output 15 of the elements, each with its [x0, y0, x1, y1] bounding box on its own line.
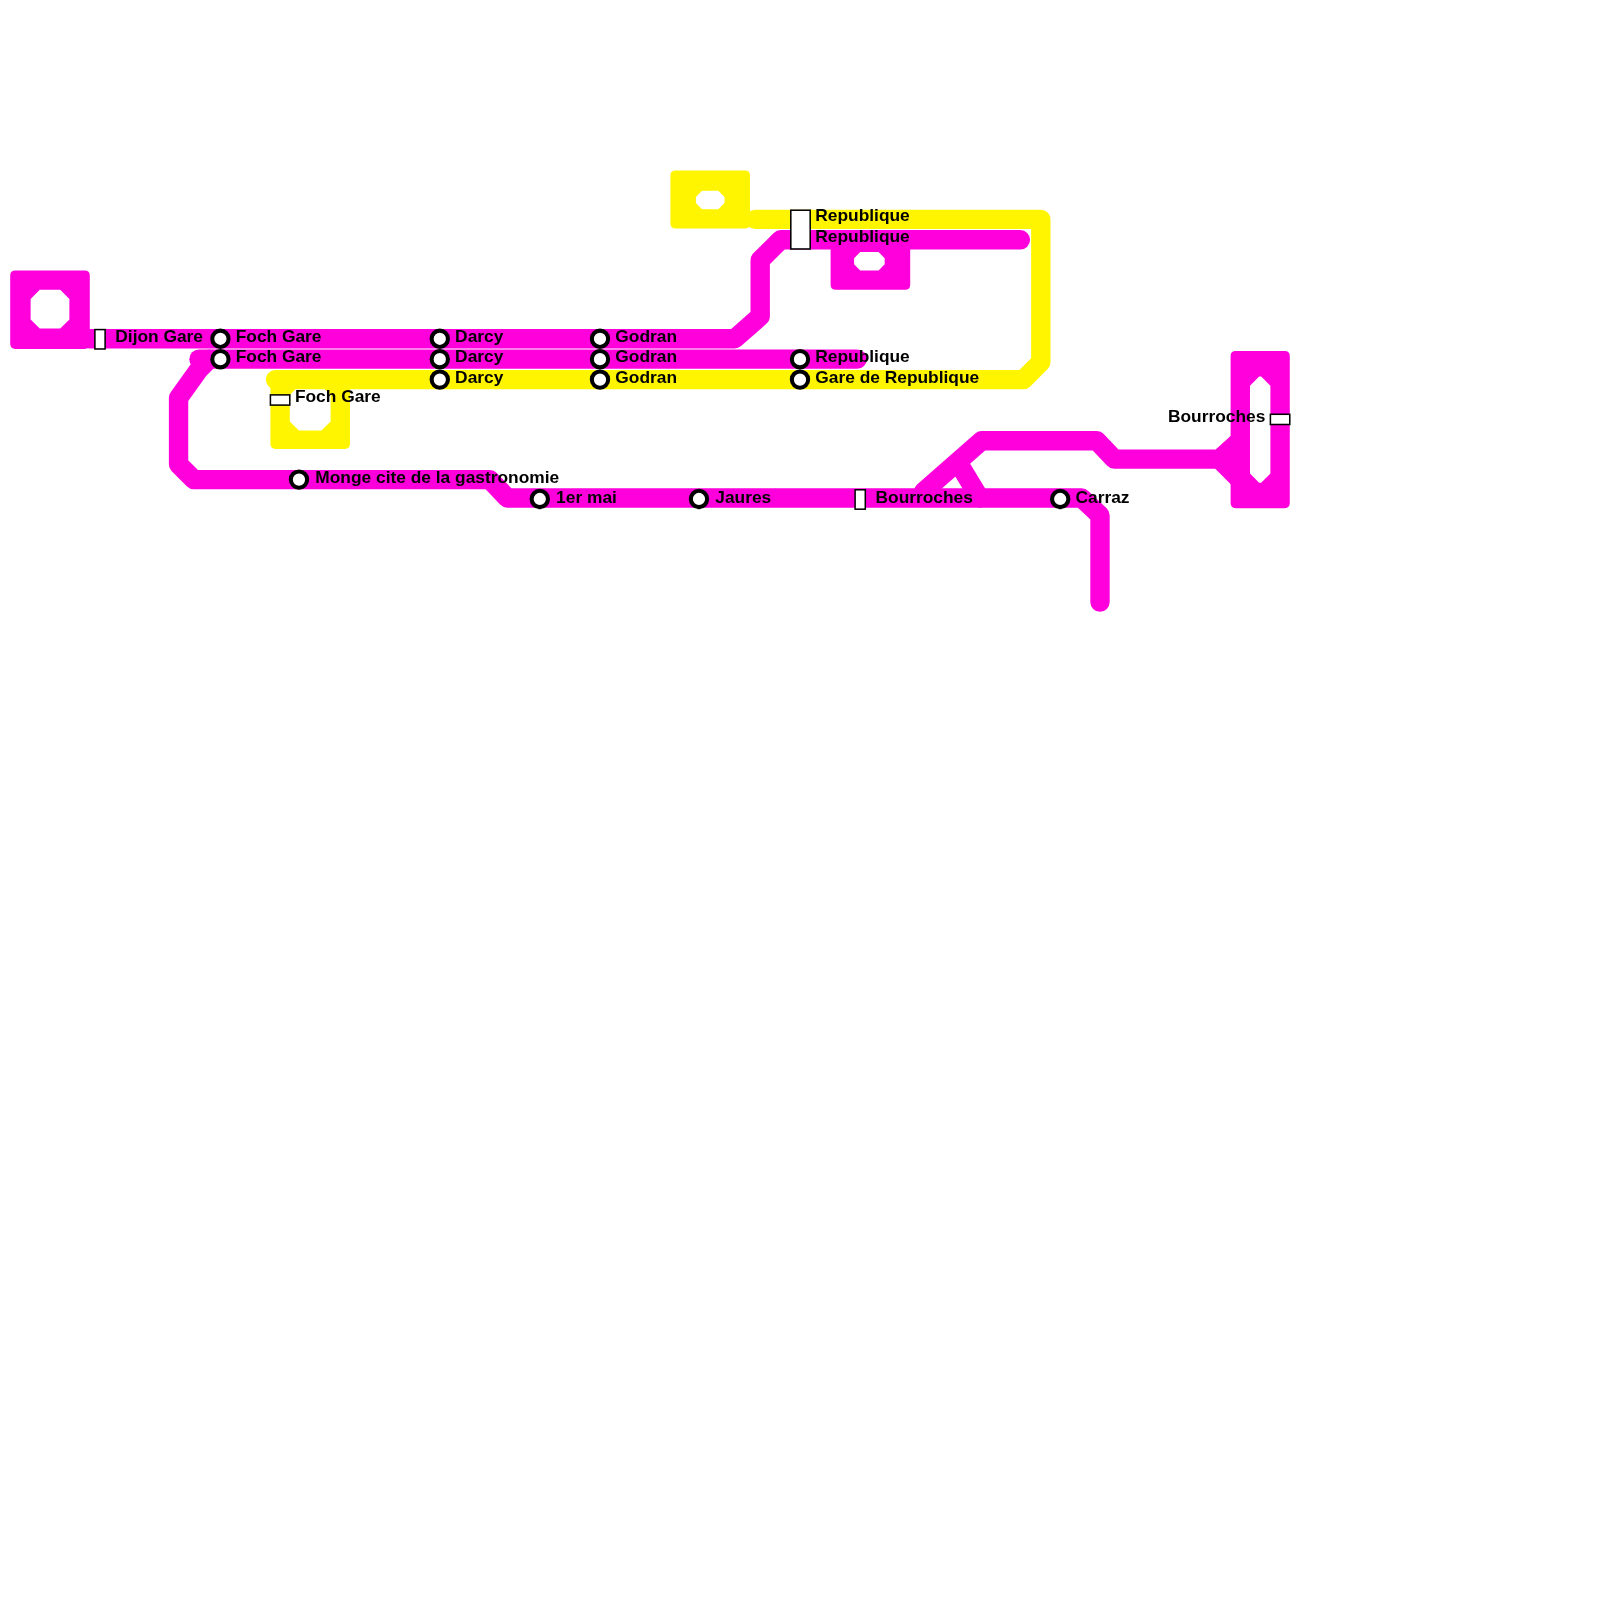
station-name: Republique [815, 207, 910, 226]
station-name: Godran [615, 327, 677, 346]
station-name: Bourroches [875, 488, 973, 508]
station-name: Dijon Gare [115, 327, 204, 346]
station-name: Darcy [455, 327, 504, 346]
station-name: Foch Gare [235, 327, 322, 346]
station-name: Jaures [715, 488, 772, 508]
station-name: Godran [615, 347, 677, 367]
station-name: Darcy [455, 368, 504, 387]
station-name: Republique [815, 227, 910, 246]
station-name: Foch Gare [235, 347, 322, 367]
station-name: Gare de Republique [815, 368, 980, 387]
station-name: Godran [615, 368, 677, 387]
station-name: 1er mai [556, 488, 617, 508]
station-name: Darcy [455, 347, 504, 367]
